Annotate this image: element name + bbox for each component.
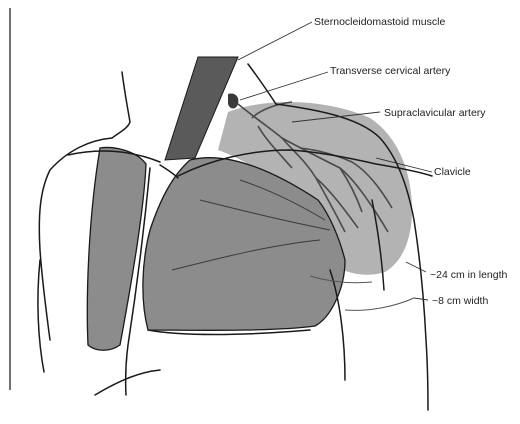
label-clavicle: Clavicle [434, 166, 471, 178]
label-length: ~24 cm in length [430, 269, 508, 281]
label-transverse-cervical-artery: Transverse cervical artery [330, 65, 451, 77]
label-supraclavicular-artery: Supraclavicular artery [384, 107, 486, 119]
sternal-strip [87, 148, 146, 351]
transverse-cervical-origin [228, 93, 238, 108]
label-sternocleidomastoid: Sternocleidomastoid muscle [314, 16, 445, 28]
label-width: ~8 cm width [432, 295, 488, 307]
